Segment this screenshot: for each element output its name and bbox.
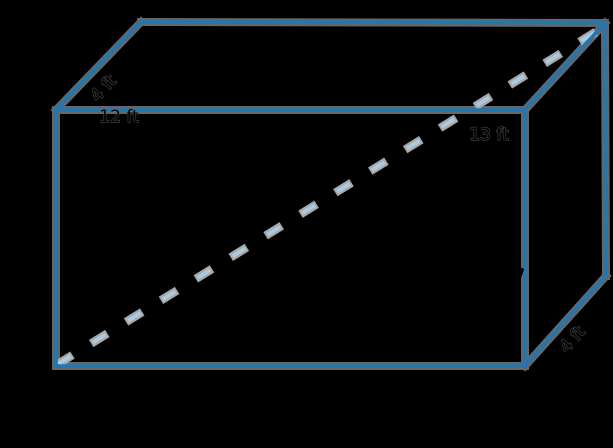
space-diagonal-halo [55, 24, 605, 368]
depth-top-left-edge [53, 19, 144, 113]
space-diagonal [56, 26, 604, 366]
depth-bottom-right-edge [522, 273, 609, 369]
back-right-edge [603, 21, 608, 278]
top-edge-label: 12 ft [99, 107, 139, 127]
prism-edges [53, 19, 609, 369]
back-top-edge [139, 20, 607, 25]
edge-labels: 4 ft 12 ft 13 ft 4 ft [86, 71, 591, 358]
diagonal-label: 13 ft [469, 125, 509, 145]
depth-top-right-edge [522, 20, 608, 113]
height-tick-mark [513, 267, 525, 285]
